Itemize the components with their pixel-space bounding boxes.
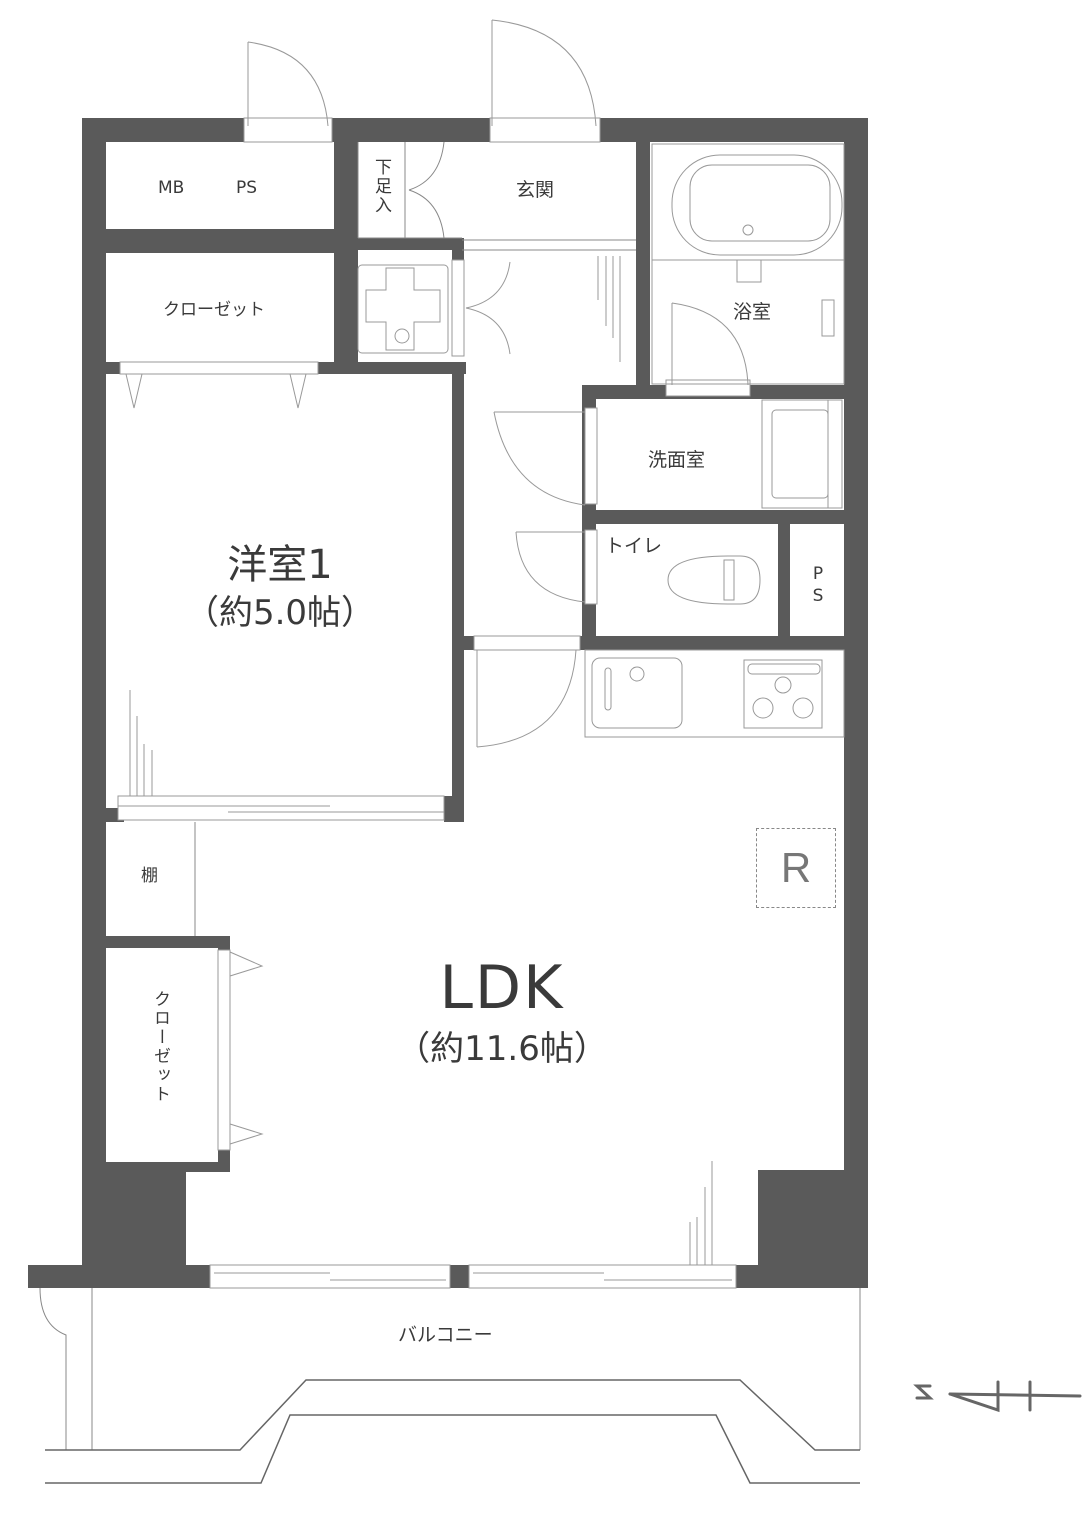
room-label-shelf: 棚 <box>141 866 158 886</box>
room-size-ldk: （約11.6帖） <box>396 1029 608 1069</box>
doors <box>117 19 751 1289</box>
room-label-ldk: LDK <box>439 953 565 1023</box>
room-label-ps-right: PS <box>808 564 828 608</box>
north-compass-icon <box>913 1380 1082 1413</box>
room-size-western-room: （約5.0帖） <box>184 593 376 633</box>
room-label-mb: MB <box>158 178 185 198</box>
room-label-bathroom: 浴室 <box>733 301 772 323</box>
fixtures <box>357 143 845 738</box>
room-label-closet-top: クローゼット <box>163 300 265 320</box>
room-label-ps-top: PS <box>236 178 258 198</box>
refrigerator-mark: R <box>756 828 836 908</box>
room-label-toilet: トイレ <box>605 535 663 557</box>
room-label-shoe-box: 下足入 <box>371 158 391 215</box>
room-label-western-room: 洋室1 <box>227 542 333 588</box>
room-label-balcony: バルコニー <box>398 1324 493 1346</box>
room-label-closet-side: クローゼット <box>150 990 170 1104</box>
room-label-entrance: 玄関 <box>516 179 555 201</box>
room-label-washroom: 洗面室 <box>648 449 706 471</box>
thin-lines <box>39 141 861 1484</box>
